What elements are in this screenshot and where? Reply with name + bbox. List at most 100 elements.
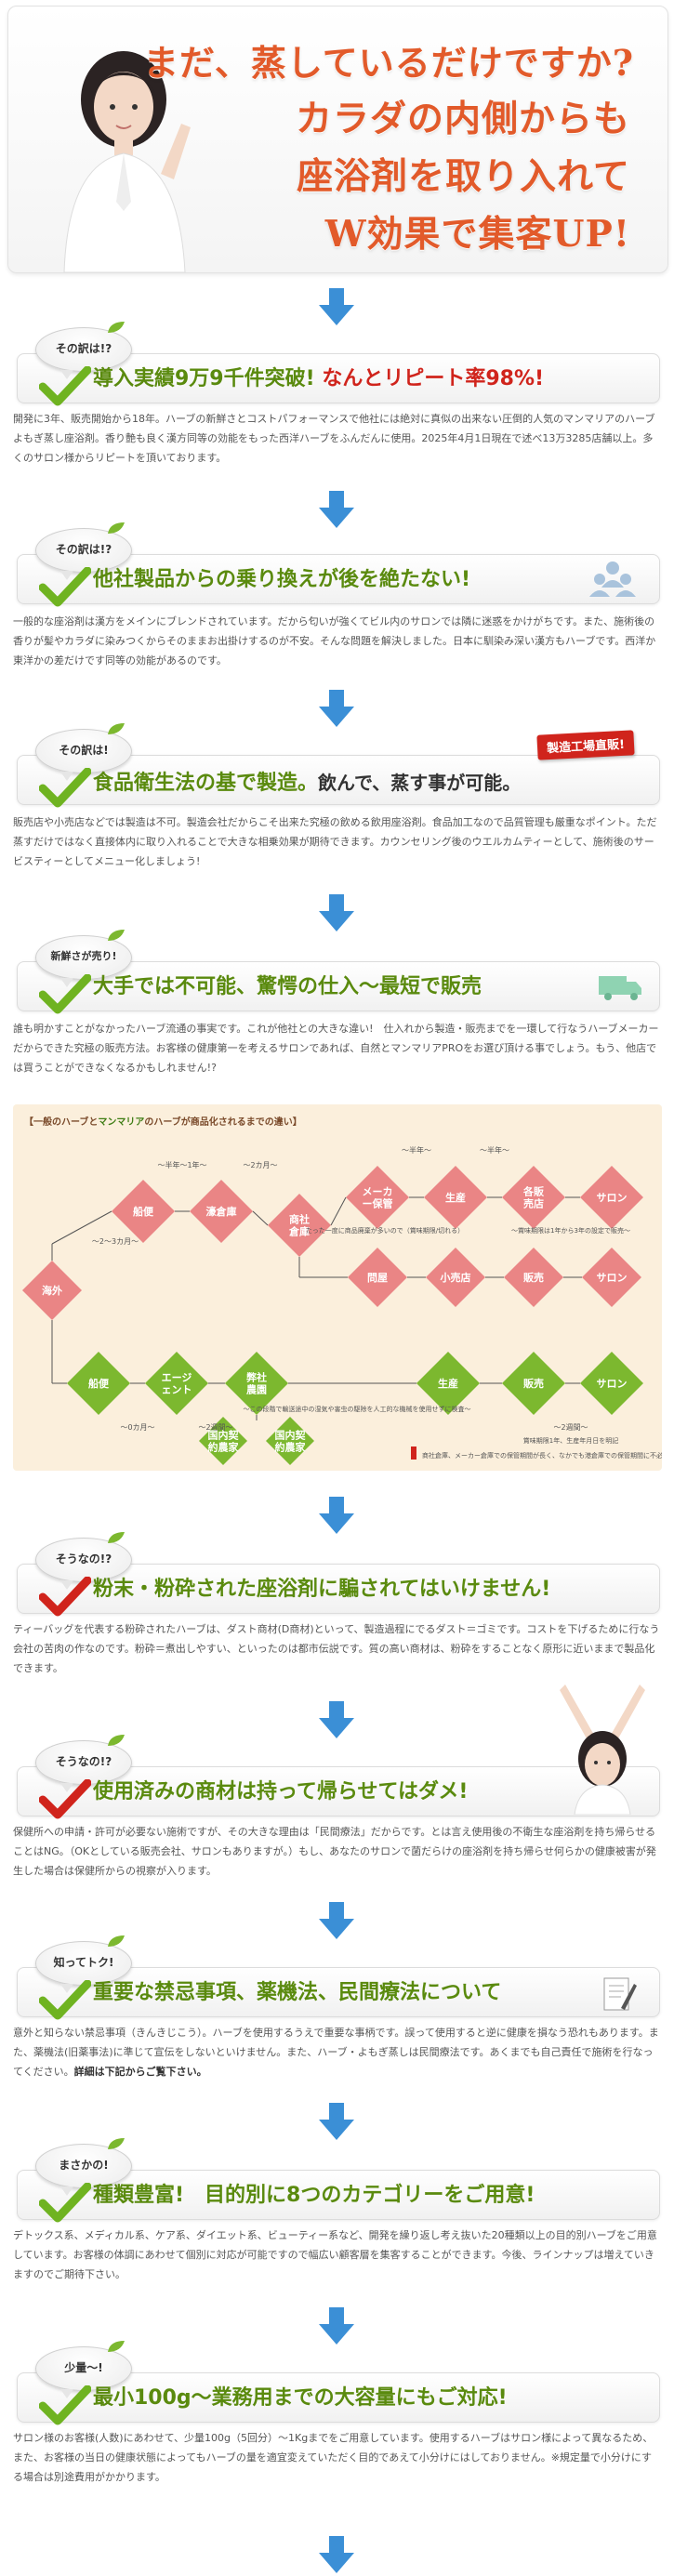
distribution-diagram: 【一般のハーブとマンマリアのハーブが商品化されるまでの違い】 海外船便濠倉庫商社… bbox=[13, 1104, 662, 1471]
diagram-node-general bbox=[346, 1166, 409, 1229]
diagram-node-label: エージ bbox=[162, 1372, 192, 1384]
arrow-down-icon bbox=[319, 491, 354, 528]
section-badge: 新鮮さが売り! bbox=[35, 935, 132, 987]
diagram-note: 〜賞味期限は1年から3年の設定で販売〜 bbox=[511, 1226, 630, 1235]
diagram-node-general-sub bbox=[426, 1248, 485, 1307]
diagram-node-label: 約農家 bbox=[208, 1441, 240, 1454]
section-track-record: その訳は!? 導入実績9万9千件突破! なんとリピート率98%! bbox=[17, 322, 660, 406]
diagram-node-label: 商社 bbox=[289, 1213, 310, 1226]
section-title: 食品衛生法の基で製造。飲んで、蒸す事が可能。 bbox=[93, 764, 521, 801]
hero-headline-2: カラダの内側からも bbox=[295, 98, 630, 140]
details-link[interactable]: 詳細は下記からご覧下さい。 bbox=[73, 2066, 207, 2078]
leaf-icon bbox=[108, 2138, 125, 2149]
diagram-node-label: 弊社 bbox=[246, 1371, 267, 1384]
section-title: 導入実績9万9千件突破! なんとリピート率98%! bbox=[93, 361, 544, 398]
arrow-down-icon bbox=[319, 2103, 354, 2140]
diagram-node-label: サロン bbox=[597, 1378, 628, 1390]
section-freshness: 新鮮さが売り! 大手では不可能、驚愕の仕入〜最短で販売 bbox=[17, 930, 660, 1014]
check-icon bbox=[39, 1980, 91, 2020]
diagram-node-general bbox=[424, 1166, 487, 1229]
leaf-icon bbox=[108, 1935, 125, 1947]
woman-crossing-arms-illustration bbox=[560, 1684, 645, 1815]
arrow-down-icon bbox=[319, 1701, 354, 1738]
leaf-icon bbox=[108, 1532, 125, 1543]
section-badge: その訳は! bbox=[35, 729, 132, 781]
diagram-node-label: 約農家 bbox=[275, 1441, 307, 1454]
leaf-icon bbox=[108, 2341, 125, 2352]
check-icon bbox=[39, 1779, 91, 1819]
section-body: 販売店や小売店などでは製造は不可。製造会社だからこそ出来た究極の飲める飲用座浴剤… bbox=[13, 816, 657, 867]
diagram-node-general bbox=[190, 1180, 253, 1243]
diagram-node-mammaria bbox=[416, 1352, 480, 1415]
diagram-title: 【一般のハーブとマンマリアのハーブが商品化されるまでの違い】 bbox=[24, 1114, 302, 1128]
section-contraindications: 知ってトク! 重要な禁忌事項、薬機法、民間療法について bbox=[17, 1935, 660, 2020]
section-title: 最小100g〜業務用までの大容量にもご対応! bbox=[93, 2386, 508, 2410]
hero-headline-1: まだ、蒸しているだけですか? bbox=[143, 42, 634, 84]
diagram-period-label: 〜半年〜1年〜 bbox=[157, 1160, 206, 1169]
diagram-node-mammaria bbox=[580, 1352, 643, 1415]
diagram-node-origin bbox=[22, 1261, 82, 1320]
diagram-node-mammaria bbox=[502, 1352, 565, 1415]
diagram-node-general-sub bbox=[348, 1248, 407, 1307]
diagram-node-label: 船便 bbox=[133, 1205, 154, 1218]
diagram-note: 〜この段階で輸送途中の湿気や害虫の駆除を人工的な機械を使用せずに検査〜 bbox=[244, 1405, 471, 1413]
diagram-node-label: 濠倉庫 bbox=[206, 1205, 237, 1218]
diagram-connector bbox=[252, 1210, 269, 1226]
diagram-footer-note: 商社倉庫、メーカー倉庫での保管期間が長く、なかでも港倉庫での保管期間に不必要な湿… bbox=[422, 1451, 662, 1460]
check-icon bbox=[39, 366, 91, 406]
section-food-safety: その訳は! 製造工場直販! 食品衛生法の基で製造。飲んで、蒸す事が可能。 bbox=[17, 723, 660, 808]
diagram-title-post: のハーブが商品化されるまでの違い】 bbox=[144, 1117, 302, 1128]
arrow-down-icon bbox=[319, 690, 354, 727]
leaf-icon bbox=[108, 322, 125, 333]
section-body: 意外と知らない禁忌事項（きんきじこう）。ハーブを使用するうえで重要な事柄です。誤… bbox=[13, 2023, 662, 2081]
diagram-node-general bbox=[112, 1180, 175, 1243]
diagram-period-label: 〜半年〜 bbox=[402, 1145, 431, 1155]
check-icon bbox=[39, 567, 91, 607]
diagram-period-label: 〜2〜3カ月〜 bbox=[92, 1237, 139, 1246]
diagram-connector bbox=[330, 1196, 347, 1226]
hero-headline-3: 座浴剤を取り入れて bbox=[297, 155, 630, 198]
diagram-period-label: 〜2週間〜 bbox=[553, 1423, 588, 1432]
section-switching: その訳は!? 他社製品からの乗り換えが後を絶たない! bbox=[17, 522, 660, 607]
section-title: 使用済みの商材は持って帰らせてはダメ! bbox=[93, 1780, 469, 1803]
leaf-icon bbox=[108, 930, 125, 941]
section-body-text: 意外と知らない禁忌事項（きんきじこう）。ハーブを使用するうえで重要な事柄です。誤… bbox=[13, 2027, 659, 2078]
diagram-node-mammaria bbox=[67, 1352, 130, 1415]
arrow-down-icon bbox=[319, 2307, 354, 2345]
hero-banner: まだ、蒸しているだけですか? カラダの内側からも 座浴剤を取り入れて W効果で集… bbox=[7, 6, 668, 273]
diagram-node-general bbox=[502, 1166, 565, 1229]
diagram-node-label: 生産 bbox=[445, 1191, 466, 1204]
check-icon bbox=[39, 2385, 91, 2425]
diagram-node-label: サロン bbox=[597, 1272, 628, 1284]
section-body: 開発に3年、販売開始から18年。ハーブの新鮮さとコストパフォーマンスで他社には絶… bbox=[13, 413, 655, 464]
arrow-down-icon bbox=[319, 1902, 354, 1939]
leaf-icon bbox=[108, 723, 125, 734]
diagram-period-label: 〜2週間〜 bbox=[198, 1423, 232, 1432]
diagram-node-label: 問屋 bbox=[367, 1272, 388, 1284]
woman-pointing-illustration bbox=[63, 51, 191, 272]
diagram-node-label: 売店 bbox=[523, 1197, 544, 1210]
section-body: サロン様のお客様(人数)にあわせて、少量100g（5回分）〜1Kgまでをご用意し… bbox=[13, 2432, 654, 2483]
diagram-node-label: メーカ bbox=[363, 1186, 393, 1198]
section-categories: まさかの! 種類豊富! 目的別に8つのカテゴリーをご用意! bbox=[17, 2138, 660, 2223]
section-volume: 少量〜! 最小100g〜業務用までの大容量にもご対応! bbox=[17, 2341, 660, 2425]
diagram-node-label: 販売 bbox=[523, 1271, 544, 1284]
diagram-title-brand: マンマリア bbox=[98, 1117, 145, 1128]
diagram-period-label: 〜半年〜 bbox=[480, 1145, 509, 1155]
diagram-node-mammaria bbox=[225, 1352, 288, 1415]
truck-icon bbox=[599, 976, 641, 1000]
diagram-node-label: 農園 bbox=[246, 1383, 267, 1396]
leaf-icon bbox=[108, 522, 125, 534]
section-title: 粉末・粉砕された座浴剤に騙されてはいけません! bbox=[93, 1578, 551, 1601]
diagram-connector bbox=[51, 1210, 112, 1245]
arrow-down-icon bbox=[319, 894, 354, 931]
diagram-period-label: 〜0カ月〜 bbox=[120, 1423, 154, 1432]
check-icon bbox=[39, 1577, 91, 1617]
diagram-node-label: 生産 bbox=[438, 1377, 458, 1390]
arrow-down-icon bbox=[319, 1497, 354, 1534]
diagram-node-label: 国内契 bbox=[275, 1429, 307, 1442]
diagram-note: 賞味期限1年、生産年月日を明記 bbox=[523, 1436, 618, 1445]
section-body: ティーバッグを代表する粉砕されたハーブは、ダスト商材(D商材)といって、製造過程… bbox=[13, 1623, 660, 1674]
hero-headline-4: W効果で集客UP! bbox=[324, 213, 630, 256]
